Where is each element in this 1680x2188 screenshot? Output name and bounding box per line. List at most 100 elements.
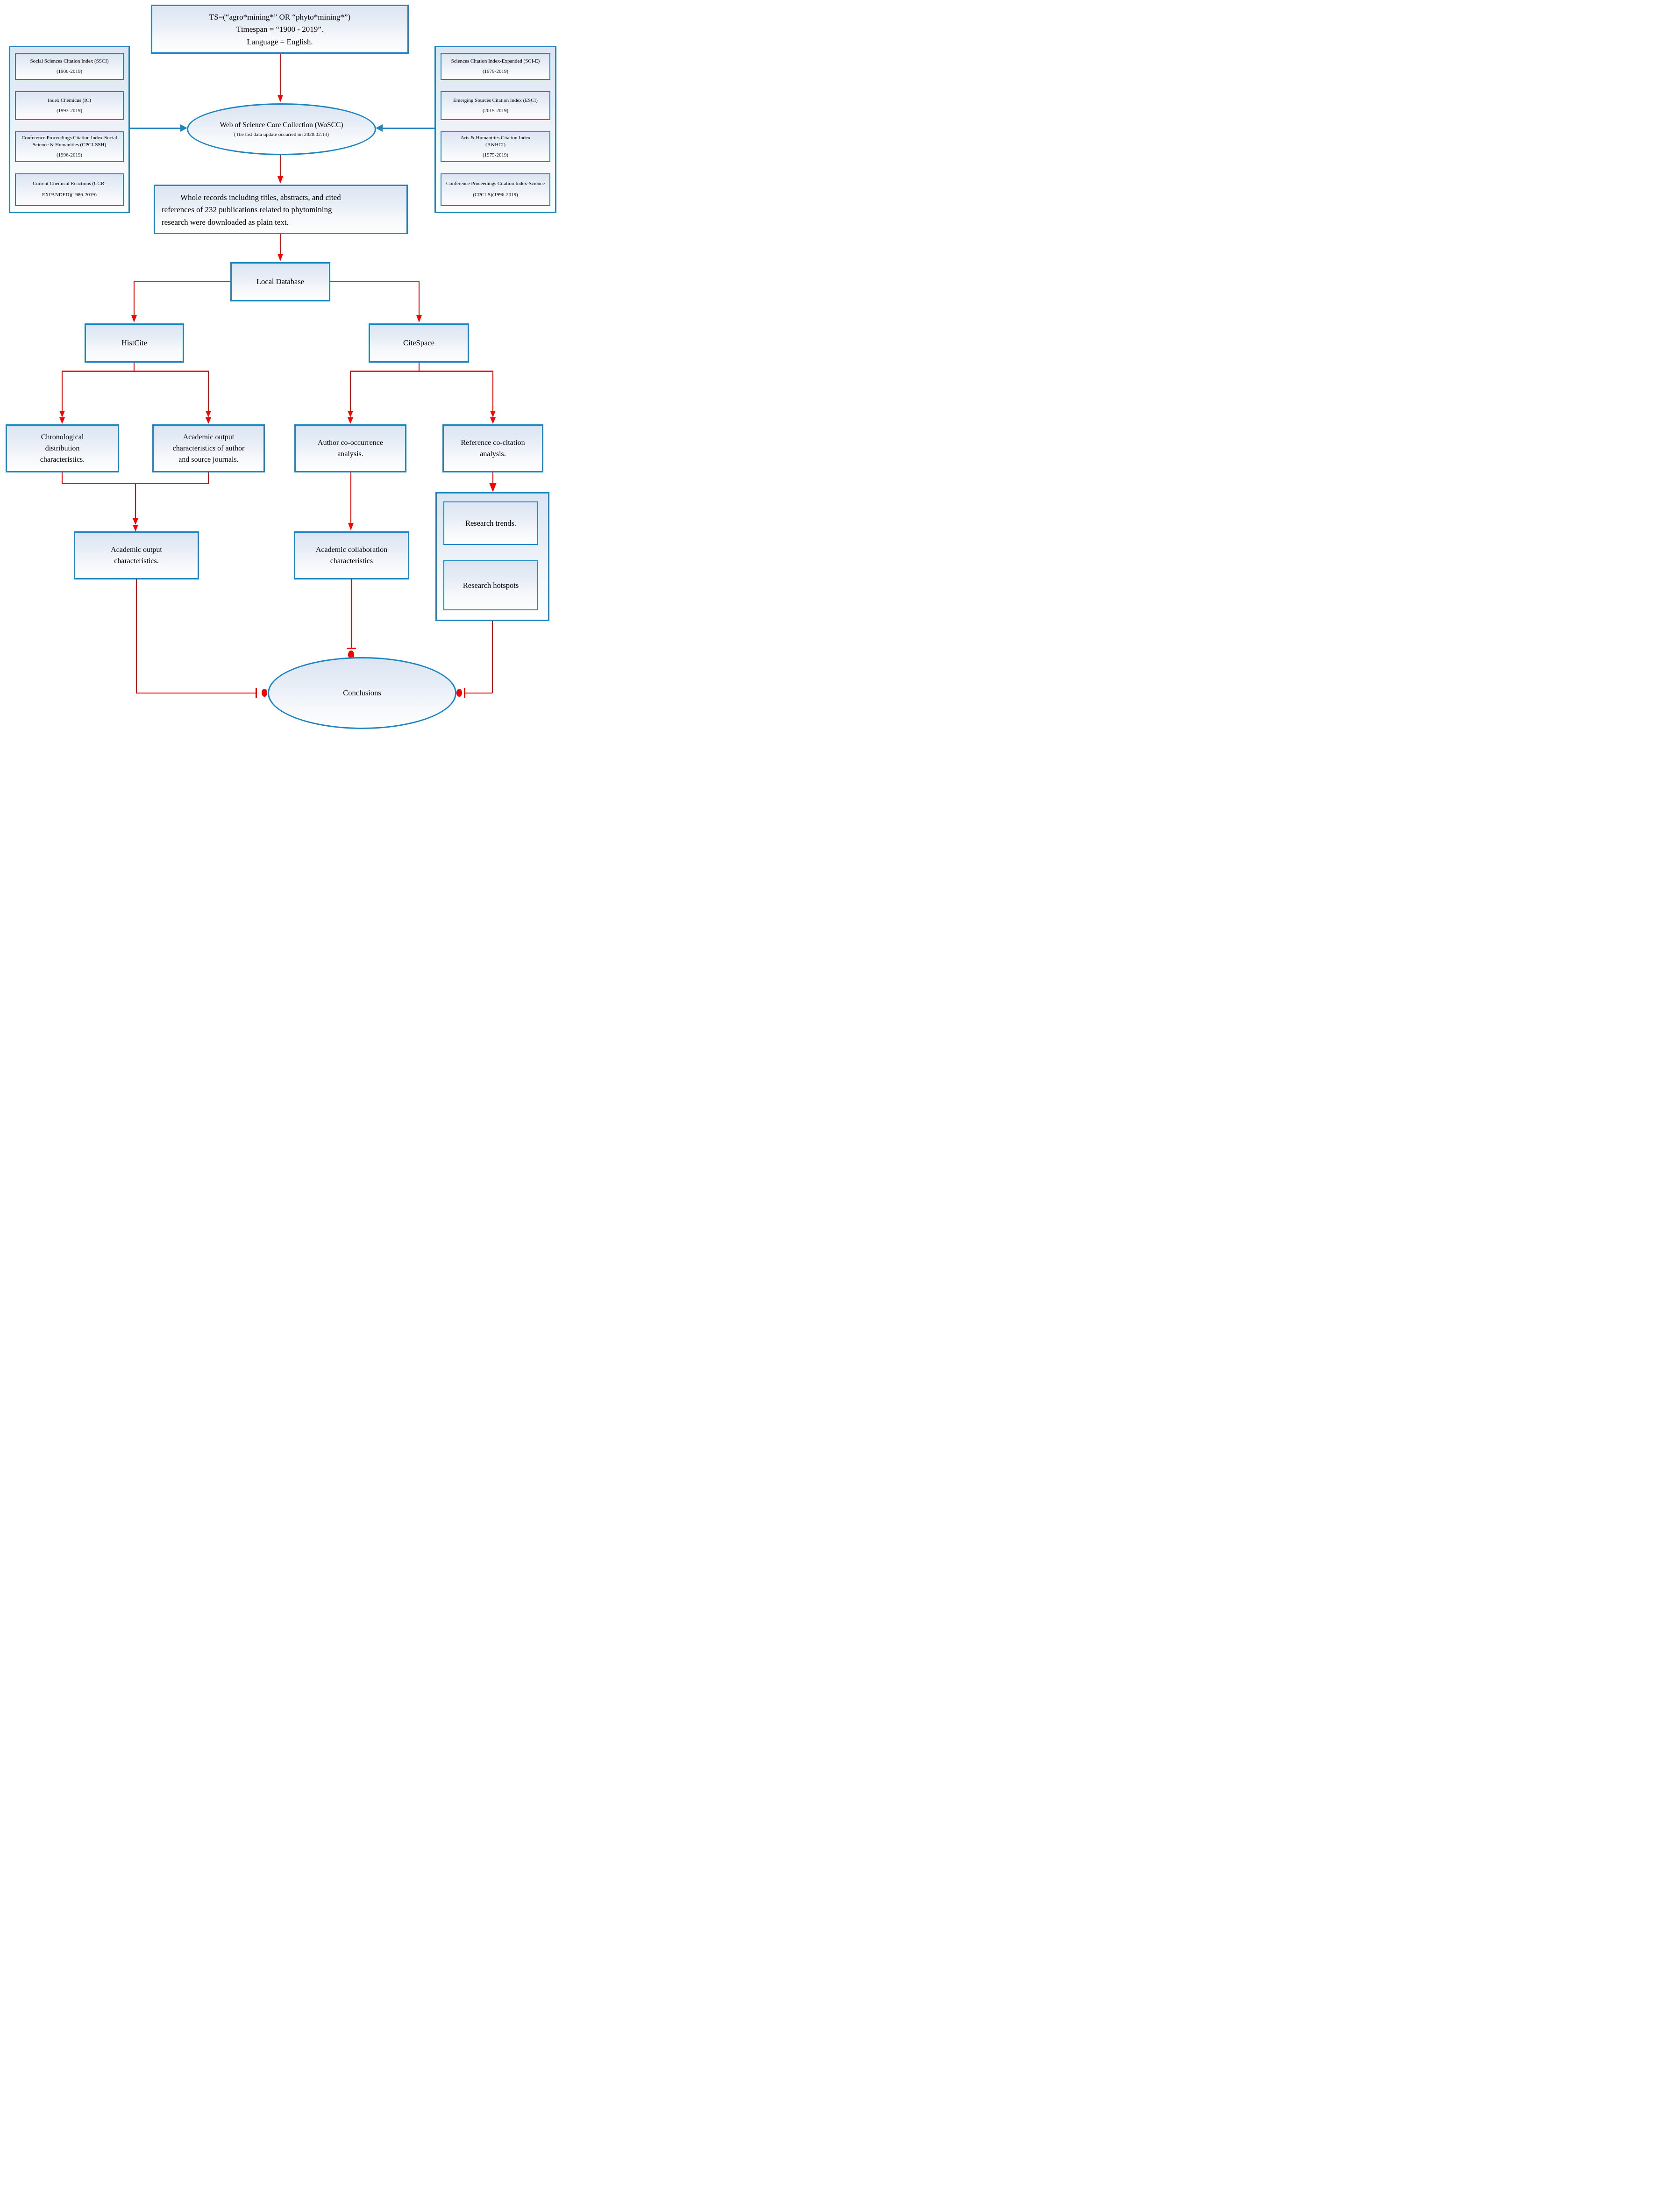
academic-output-authors-box: Academic output characteristics of autho… xyxy=(152,424,265,472)
academic-output-authors-line: characteristics of author xyxy=(172,444,245,452)
academic-output-box: Academic output characteristics. xyxy=(74,531,199,579)
panel-item-years: (2015-2019) xyxy=(483,107,508,114)
connector-rightpanel-woscc-line xyxy=(382,128,434,129)
connector-histcite-acadauth-v xyxy=(208,371,209,412)
right-index-panel: Sciences Citation Index-Expanded (SCI-E)… xyxy=(434,46,556,213)
connector-acadout-conclusions-tbar xyxy=(256,688,257,698)
reference-cocitation-line: analysis. xyxy=(480,450,506,458)
arrowhead-rightpanel-woscc xyxy=(376,124,383,132)
academic-output-line: Academic output xyxy=(111,545,162,554)
citespace-box: CiteSpace xyxy=(369,323,469,363)
research-hotspots-label: Research hotspots xyxy=(463,580,519,590)
arrowhead-authorco-collab xyxy=(348,523,354,530)
woscc-title: Web of Science Core Collection (WoSCC) xyxy=(220,121,343,129)
arrowhead-merge-acadout-2 xyxy=(133,525,138,531)
arrowhead-citespace-authorco-1 xyxy=(348,411,353,417)
arrowhead-histcite-acadauth-1 xyxy=(206,411,211,417)
panel-item-title: Emerging Sources Citation Index (ESCI) xyxy=(453,97,538,103)
connector-container-conclusions-tbar xyxy=(464,688,465,698)
connector-localdb-citespace-v xyxy=(419,281,420,315)
arrowhead-histcite-chrono-2 xyxy=(59,417,65,424)
panel-item-title: Arts & Humanities Citation Index (A&HCI) xyxy=(460,135,531,148)
local-database-box: Local Database xyxy=(230,262,330,301)
research-hotspots-box: Research hotspots xyxy=(443,560,538,610)
histcite-box: HistCite xyxy=(85,323,184,363)
panel-item-years: (1993-2019) xyxy=(57,107,82,114)
panel-item-sci-e: Sciences Citation Index-Expanded (SCI-E)… xyxy=(441,53,550,80)
connector-localdb-histcite-v xyxy=(134,281,135,315)
connector-acadout-conclusions-dot xyxy=(262,689,267,697)
academic-output-authors-line: and source journals. xyxy=(178,455,239,464)
connector-leftpanel-woscc-line xyxy=(130,128,181,129)
chronological-box: Chronological distribution characteristi… xyxy=(6,424,119,472)
panel-item-esci: Emerging Sources Citation Index (ESCI) (… xyxy=(441,91,550,120)
panel-item-ic: Index Chemicus (IC) (1993-2019) xyxy=(15,91,124,120)
panel-item-years: (1975-2019) xyxy=(483,152,508,158)
arrowhead-woscc-records xyxy=(278,176,283,184)
search-query-box: TS=(“agro*mining*” OR “phyto*mining*”) T… xyxy=(151,5,409,54)
academic-collaboration-box: Academic collaboration characteristics xyxy=(294,531,409,579)
arrowhead-merge-acadout-1 xyxy=(133,518,138,525)
reference-cocitation-box: Reference co-citation analysis. xyxy=(442,424,543,472)
chronological-line: characteristics. xyxy=(40,455,85,464)
author-cooccurrence-line: Author co-occurrence xyxy=(318,438,383,447)
connector-query-woscc-line xyxy=(280,54,281,96)
arrowhead-localdb-histcite xyxy=(131,315,137,322)
academic-collaboration-line: characteristics xyxy=(330,557,373,565)
local-database-label: Local Database xyxy=(256,277,305,286)
connector-citespace-branch-stem xyxy=(419,363,420,371)
whole-records-line: research were downloaded as plain text. xyxy=(162,217,289,227)
flowchart-canvas: TS=(“agro*mining*” OR “phyto*mining*”) T… xyxy=(0,0,560,729)
arrowhead-localdb-citespace xyxy=(416,315,422,322)
query-line-ts: TS=(“agro*mining*” OR “phyto*mining*”) xyxy=(209,13,351,21)
chronological-line: distribution xyxy=(45,444,80,452)
whole-records-line: references of 232 publications related t… xyxy=(162,205,332,215)
panel-item-title: Index Chemicus (IC) xyxy=(48,97,91,103)
arrowhead-histcite-acadauth-2 xyxy=(206,417,211,424)
research-trends-label: Research trends. xyxy=(465,518,517,528)
academic-output-line: characteristics. xyxy=(114,557,159,565)
panel-item-ahci: Arts & Humanities Citation Index (A&HCI)… xyxy=(441,131,550,162)
arrowhead-records-localdb xyxy=(278,254,283,261)
connector-collab-conclusions-tbar xyxy=(347,648,356,649)
left-index-panel: Social Sciences Citation Index (SSCI) (1… xyxy=(9,46,130,213)
citespace-label: CiteSpace xyxy=(403,338,434,347)
panel-item-years: (1979-2019) xyxy=(483,68,508,74)
panel-item-title: Current Chemical Reactions (CCR-EXPANDED… xyxy=(33,181,106,198)
panel-item-title: Conference Proceedings Citation Index-So… xyxy=(21,135,117,148)
author-cooccurrence-line: analysis. xyxy=(337,450,363,458)
woscc-ellipse: Web of Science Core Collection (WoSCC) (… xyxy=(187,103,376,155)
connector-authorco-collab-v xyxy=(350,472,351,523)
connector-citespace-authorco-v xyxy=(350,371,351,412)
histcite-label: HistCite xyxy=(121,338,147,347)
conclusions-label: Conclusions xyxy=(343,688,381,697)
connector-records-localdb-line xyxy=(280,234,281,254)
connector-acadout-conclusions-v xyxy=(136,579,137,693)
panel-item-cpci-s: Conference Proceedings Citation Index-Sc… xyxy=(441,173,550,206)
connector-acadout-conclusions-h xyxy=(136,693,256,694)
panel-item-years: (1996-2019) xyxy=(57,152,82,158)
reference-cocitation-line: Reference co-citation xyxy=(461,438,525,447)
query-line-language: Language = English. xyxy=(247,37,313,46)
query-line-timespan: Timespan = “1900 - 2019”. xyxy=(236,25,324,34)
arrowhead-citespace-refco-1 xyxy=(490,411,496,417)
connector-citespace-branch-h xyxy=(350,371,493,372)
whole-records-box: Whole records including titles, abstract… xyxy=(154,185,408,234)
connector-container-conclusions-v xyxy=(492,621,493,693)
connector-woscc-records-line xyxy=(280,155,281,177)
connector-localdb-citespace-h xyxy=(330,281,419,282)
panel-item-title: Conference Proceedings Citation Index-Sc… xyxy=(446,181,545,198)
arrowhead-query-woscc xyxy=(278,95,283,102)
arrowhead-citespace-refco-2 xyxy=(490,417,496,424)
academic-output-authors-line: Academic output xyxy=(183,433,235,441)
arrowhead-histcite-chrono-1 xyxy=(59,411,65,417)
arrowhead-leftpanel-woscc xyxy=(180,124,187,132)
arrowhead-citespace-authorco-2 xyxy=(348,417,353,424)
connector-citespace-refco-v xyxy=(492,371,493,412)
author-cooccurrence-box: Author co-occurrence analysis. xyxy=(294,424,406,472)
connector-histcite-branch-h xyxy=(62,371,209,372)
research-trends-box: Research trends. xyxy=(443,501,538,545)
academic-collaboration-line: Academic collaboration xyxy=(315,545,388,554)
chronological-line: Chronological xyxy=(41,433,84,441)
panel-item-title: Sciences Citation Index-Expanded (SCI-E) xyxy=(451,58,540,64)
